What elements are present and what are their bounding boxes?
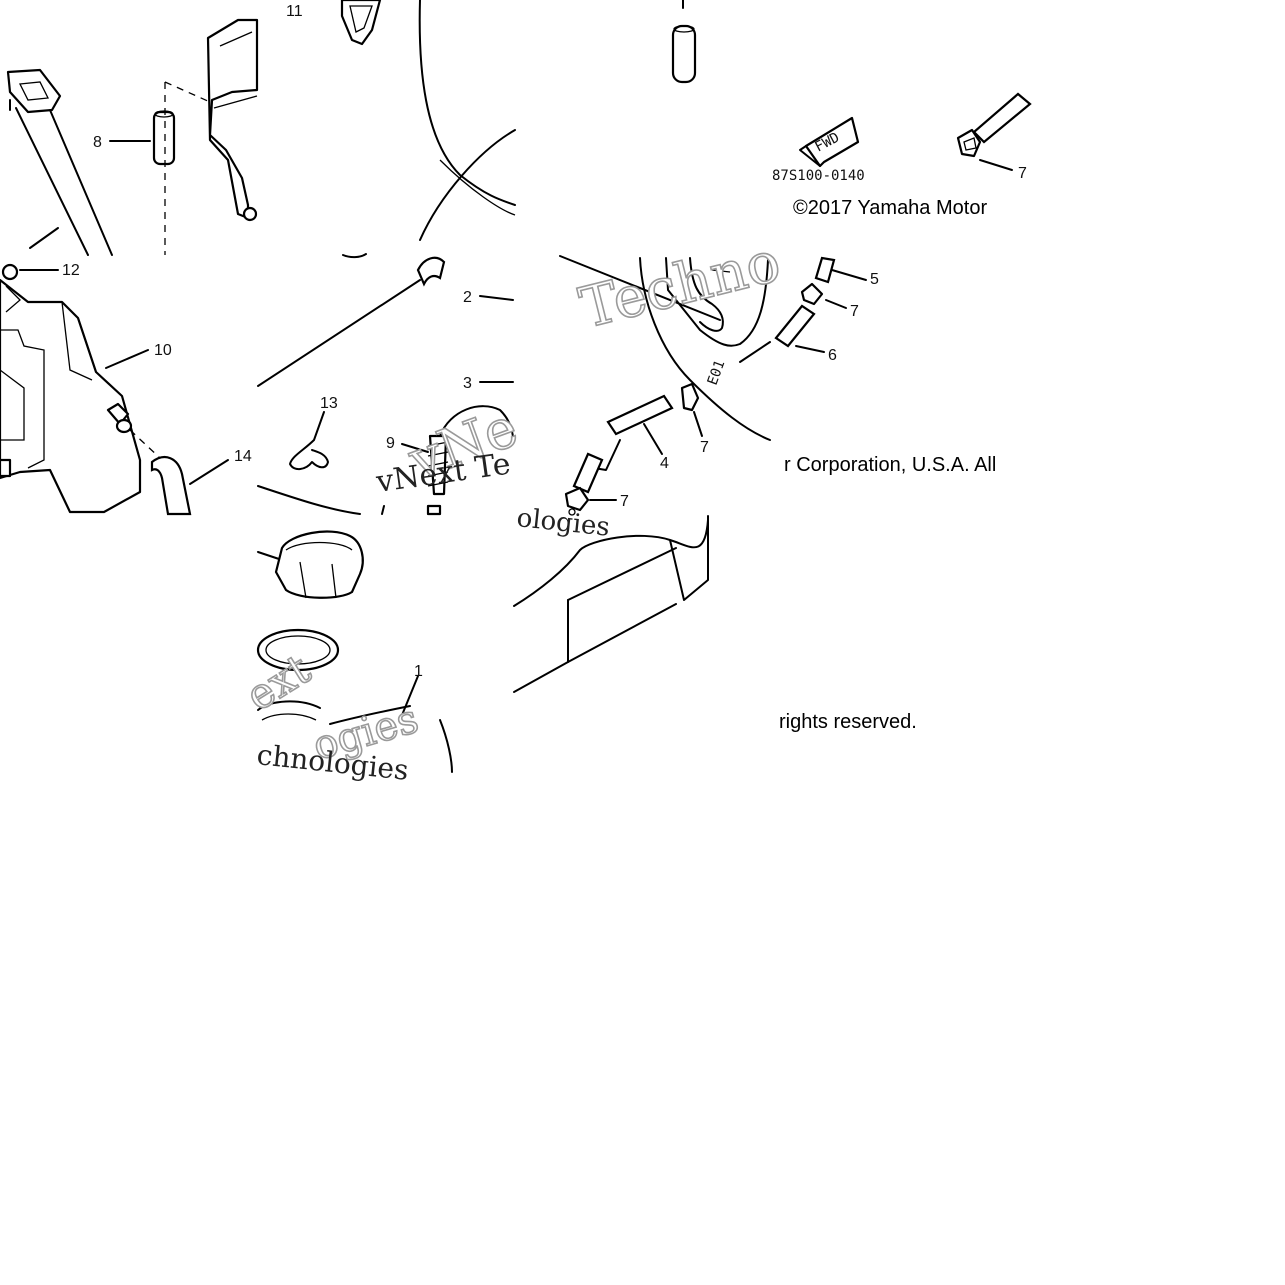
oil-tank-part-10 — [0, 278, 142, 514]
strap-part — [6, 68, 62, 114]
watermark-vne: vNe — [400, 395, 526, 492]
callout-4: 4 — [660, 455, 669, 472]
callout-14: 14 — [234, 448, 252, 465]
fwd-arrow-icon: FWD — [799, 116, 860, 168]
callout-1: 1 — [414, 663, 423, 680]
pipe-part — [671, 24, 697, 84]
tank-side-part — [513, 519, 709, 607]
callout-13: 13 — [320, 395, 338, 412]
hose-part-14 — [150, 456, 192, 516]
hose-part-6 — [774, 304, 816, 348]
copyright-line-2: r Corporation, U.S.A. All — [784, 454, 996, 476]
callout-9: 9 — [386, 435, 395, 452]
svg-text:E01: E01 — [705, 358, 729, 387]
tile-top-right: FWD 87S100-0140 7 ©2017 Yamaha Motor — [671, 0, 1032, 219]
callout-7-top: 7 — [1018, 165, 1027, 182]
callout-11: 11 — [286, 3, 303, 20]
callout-7-c: 7 — [700, 439, 709, 456]
callout-12: 12 — [62, 262, 80, 279]
tile-lower-right: rights reserved. — [513, 515, 917, 733]
callout-7-b: 7 — [850, 303, 859, 320]
pipe-part-8 — [152, 110, 176, 166]
filler-cap-part — [257, 530, 364, 599]
callout-2: 2 — [463, 289, 472, 306]
tile-top-left: 8 — [6, 18, 259, 256]
watermark-ologies: ologies — [515, 503, 611, 543]
callout-7-a: 7 — [620, 493, 629, 510]
tile-lower-center: 1 ext ogies chnologies — [237, 530, 453, 787]
tile-mid-right: E01 Techno 5 7 6 7 4 7 ologies r Corpora… — [515, 229, 996, 543]
clip-part-13 — [289, 411, 329, 470]
clamp-part — [956, 128, 982, 158]
callout-10: 10 — [154, 342, 172, 359]
tile-top-middle: 11 — [286, 0, 516, 259]
copyright-line-3: rights reserved. — [779, 711, 917, 733]
callout-6: 6 — [828, 347, 837, 364]
drawing-code: 87S100-0140 — [772, 168, 865, 184]
callout-3: 3 — [463, 375, 472, 392]
callout-5: 5 — [870, 271, 879, 288]
tile-mid-center: 2 3 13 9 vNe vNext Te — [257, 256, 526, 516]
grommet-part-12 — [1, 263, 19, 281]
copyright-line-1: ©2017 Yamaha Motor — [793, 197, 987, 219]
housing-part — [206, 18, 259, 220]
gasket-part — [256, 628, 340, 672]
hose-part-4 — [606, 394, 674, 436]
tile-mid-left: 12 10 14 — [0, 262, 252, 516]
callout-8: 8 — [93, 134, 102, 151]
